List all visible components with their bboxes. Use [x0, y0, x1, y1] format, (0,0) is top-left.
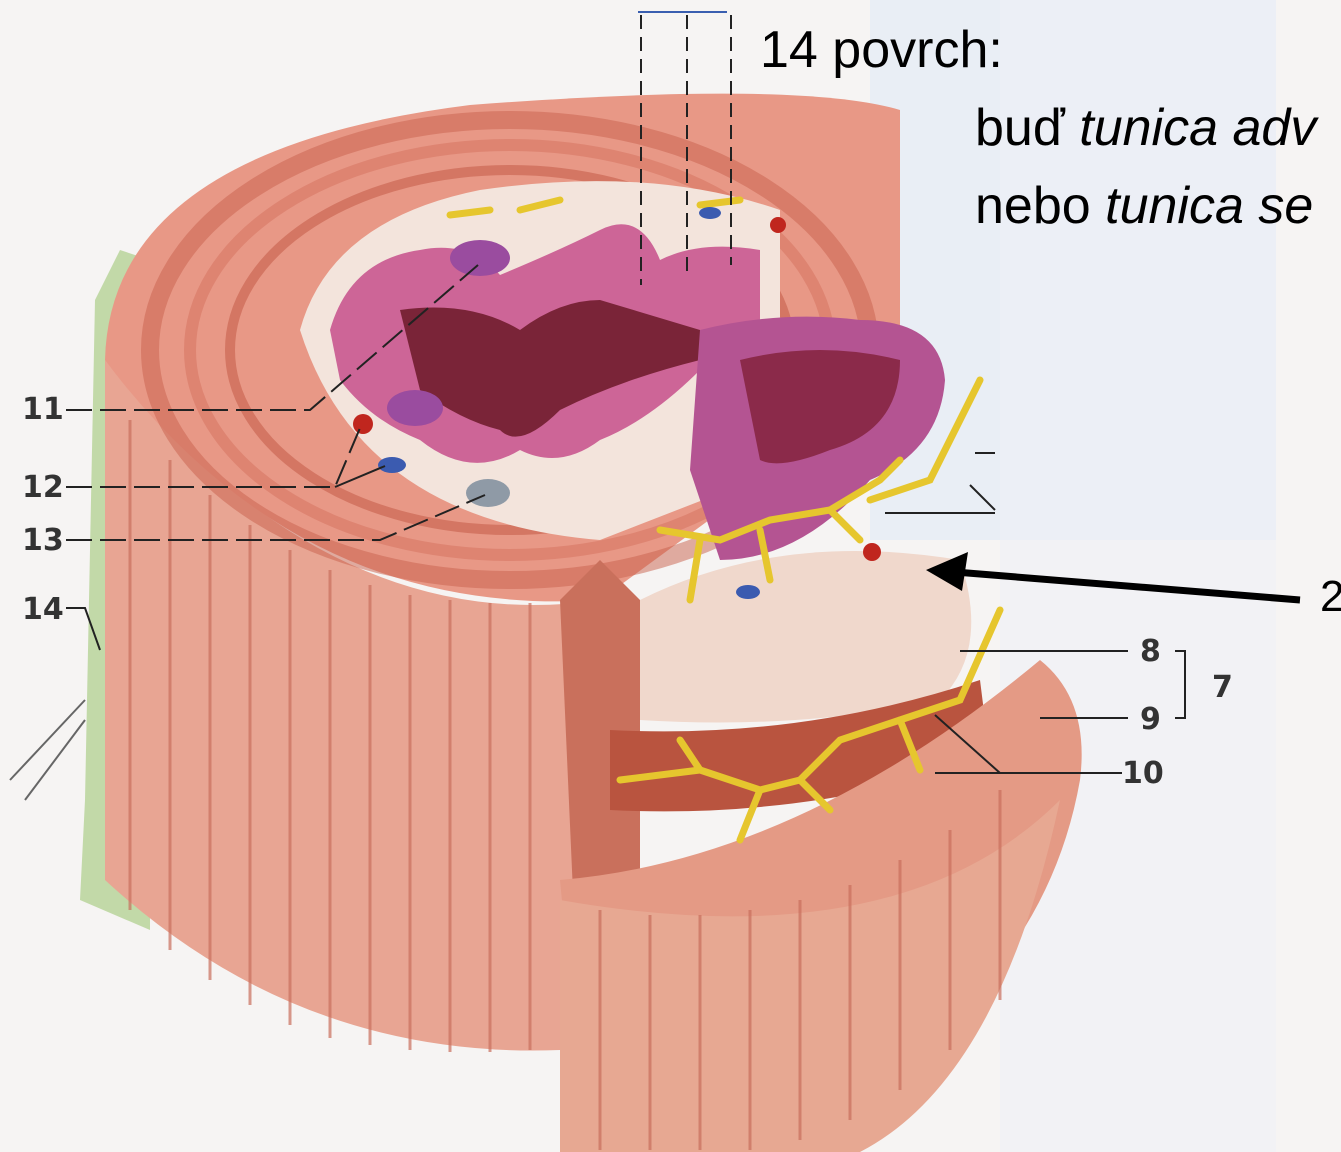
heading-line-3: nebo tunica se	[975, 176, 1313, 236]
submucosa-disc	[640, 551, 971, 723]
arrow-shaft	[955, 572, 1300, 600]
label-9: 9	[1140, 702, 1161, 737]
vein	[378, 457, 406, 473]
heading-line-1: 14 povrch:	[760, 20, 1003, 80]
heading-line-2-term: tunica adv	[1079, 99, 1316, 157]
pin	[10, 700, 85, 780]
label-8: 8	[1140, 634, 1161, 669]
artery	[353, 414, 373, 434]
label-2: 2	[1320, 572, 1341, 622]
label-10: 10	[1122, 756, 1164, 791]
heading-line-2: buď tunica adv	[975, 98, 1316, 158]
heading-line-3-term: tunica se	[1105, 177, 1313, 235]
label-12: 12	[22, 470, 64, 505]
heading-line-3-prefix: nebo	[975, 177, 1105, 235]
label-13: 13	[22, 523, 64, 558]
label-7: 7	[1212, 670, 1233, 705]
heading-line-2-prefix: buď	[975, 99, 1079, 157]
label-11: 11	[22, 392, 64, 427]
lymph-node	[466, 479, 510, 507]
gland	[450, 240, 510, 276]
label-14: 14	[22, 592, 64, 627]
